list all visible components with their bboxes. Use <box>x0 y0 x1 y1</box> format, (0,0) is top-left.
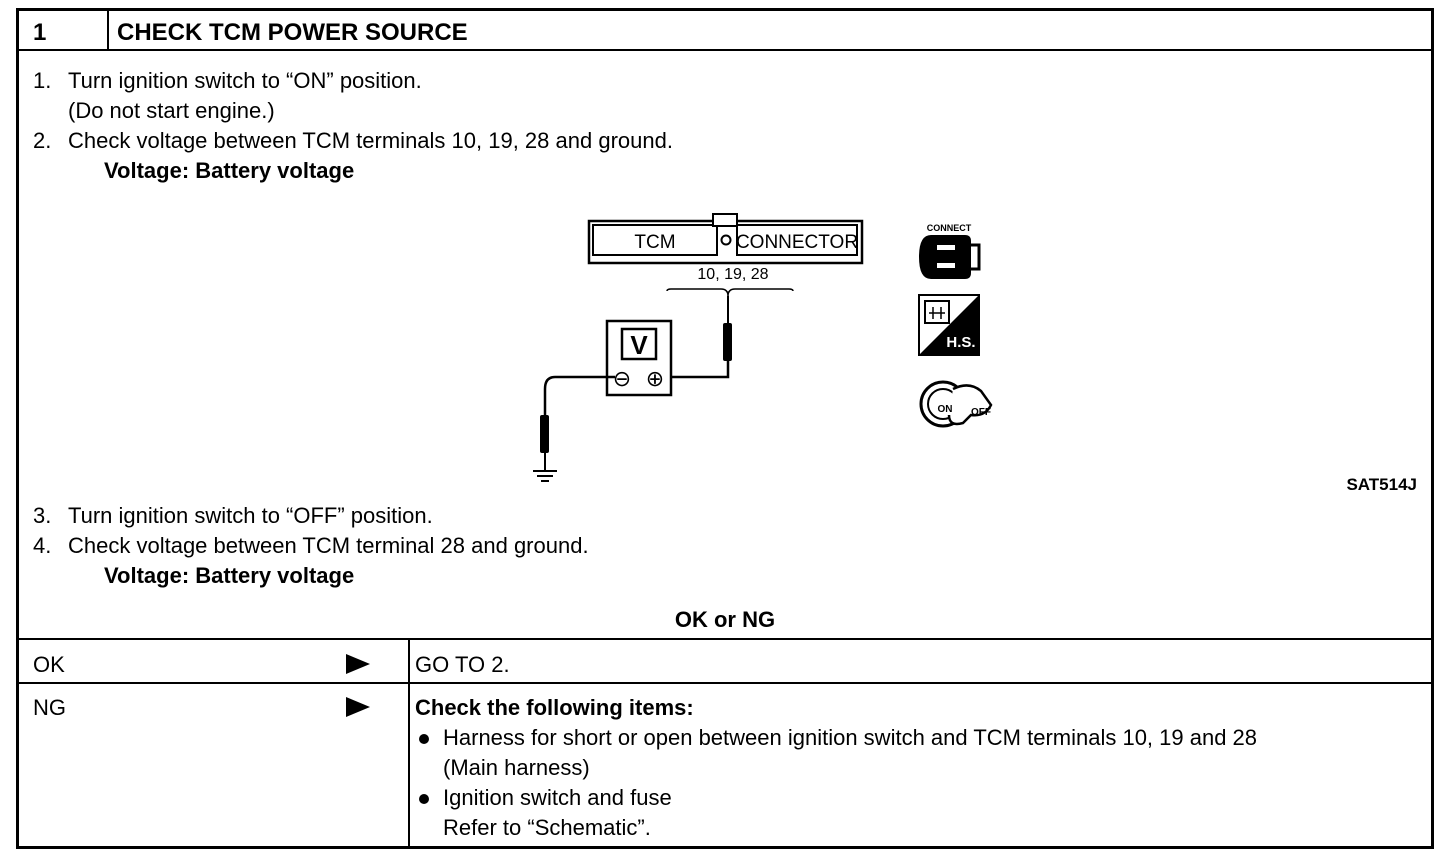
step-1-note: (Do not start engine.) <box>68 98 275 123</box>
ground-icon <box>533 470 557 482</box>
voltmeter: V ⊖ ⊕ <box>605 319 673 397</box>
ng-label: NG <box>33 695 66 720</box>
connect-icon-label: CONNECT <box>927 223 972 233</box>
result-title: OK or NG <box>674 607 776 632</box>
negative-probe <box>540 415 549 453</box>
ng-item-2-line-2: Refer to “Schematic”. <box>443 815 651 840</box>
step-2-number: 2. <box>33 128 52 153</box>
hs-label: H.S. <box>946 334 975 351</box>
step-1-text: Turn ignition switch to “ON” position. <box>68 68 422 93</box>
step-4-text: Check voltage between TCM terminal 28 an… <box>68 533 589 558</box>
harness-inspection-icon: H.S. <box>918 294 980 356</box>
inspection-procedure-sheet: 1 CHECK TCM POWER SOURCE 1. Turn ignitio… <box>16 8 1434 849</box>
voltmeter-symbol: V <box>630 330 648 360</box>
key-on-label: ON <box>938 404 953 415</box>
terminal-numbers: 10, 19, 28 <box>697 266 768 283</box>
figure-code: SAT514J <box>1346 475 1417 494</box>
step-3-number: 3. <box>33 503 52 528</box>
connector-latch-icon <box>720 234 732 246</box>
ng-item-1-line-2: (Main harness) <box>443 755 590 780</box>
terminal-brace <box>666 288 794 297</box>
results-column-divider <box>408 638 410 846</box>
tcm-connector: TCM CONNECTOR <box>587 213 864 265</box>
connector-label: CONNECTOR <box>736 232 858 253</box>
header-rule <box>19 49 1431 51</box>
connect-icon: CONNECT <box>919 223 981 279</box>
ok-action: GO TO 2. <box>415 652 510 677</box>
voltage-spec-1: Voltage: Battery voltage <box>104 158 355 183</box>
meter-negative-terminal: ⊖ <box>613 366 631 391</box>
step-number: 1 <box>33 19 47 46</box>
step-1-number: 1. <box>33 68 52 93</box>
ng-item-2-line-1: Ignition switch and fuse <box>443 785 672 810</box>
ok-arrow-icon <box>346 654 370 674</box>
step-2-text: Check voltage between TCM terminals 10, … <box>68 128 673 153</box>
positive-probe <box>723 323 732 361</box>
negative-lead <box>543 375 615 415</box>
ok-label: OK <box>33 652 65 677</box>
ng-heading: Check the following items: <box>415 695 694 720</box>
results-top-rule <box>19 638 1431 640</box>
ignition-key-icon: ON OFF <box>919 380 993 428</box>
results-middle-rule <box>19 682 1431 684</box>
step-title: CHECK TCM POWER SOURCE <box>117 19 468 46</box>
header-divider <box>107 11 109 49</box>
ng-arrow-icon <box>346 697 370 717</box>
meter-positive-terminal: ⊕ <box>646 366 664 391</box>
step-4-number: 4. <box>33 533 52 558</box>
bullet-icon <box>419 734 429 744</box>
voltage-check-diagram: TCM CONNECTOR 10, 19, 28 V ⊖ ⊕ CONNECT <box>533 213 1417 494</box>
key-off-label: OFF <box>971 407 991 418</box>
step-3-text: Turn ignition switch to “OFF” position. <box>68 503 433 528</box>
ng-item-1-line-1: Harness for short or open between igniti… <box>443 725 1258 750</box>
voltage-spec-2: Voltage: Battery voltage <box>104 563 355 588</box>
tcm-label: TCM <box>634 232 675 253</box>
bullet-icon <box>419 794 429 804</box>
